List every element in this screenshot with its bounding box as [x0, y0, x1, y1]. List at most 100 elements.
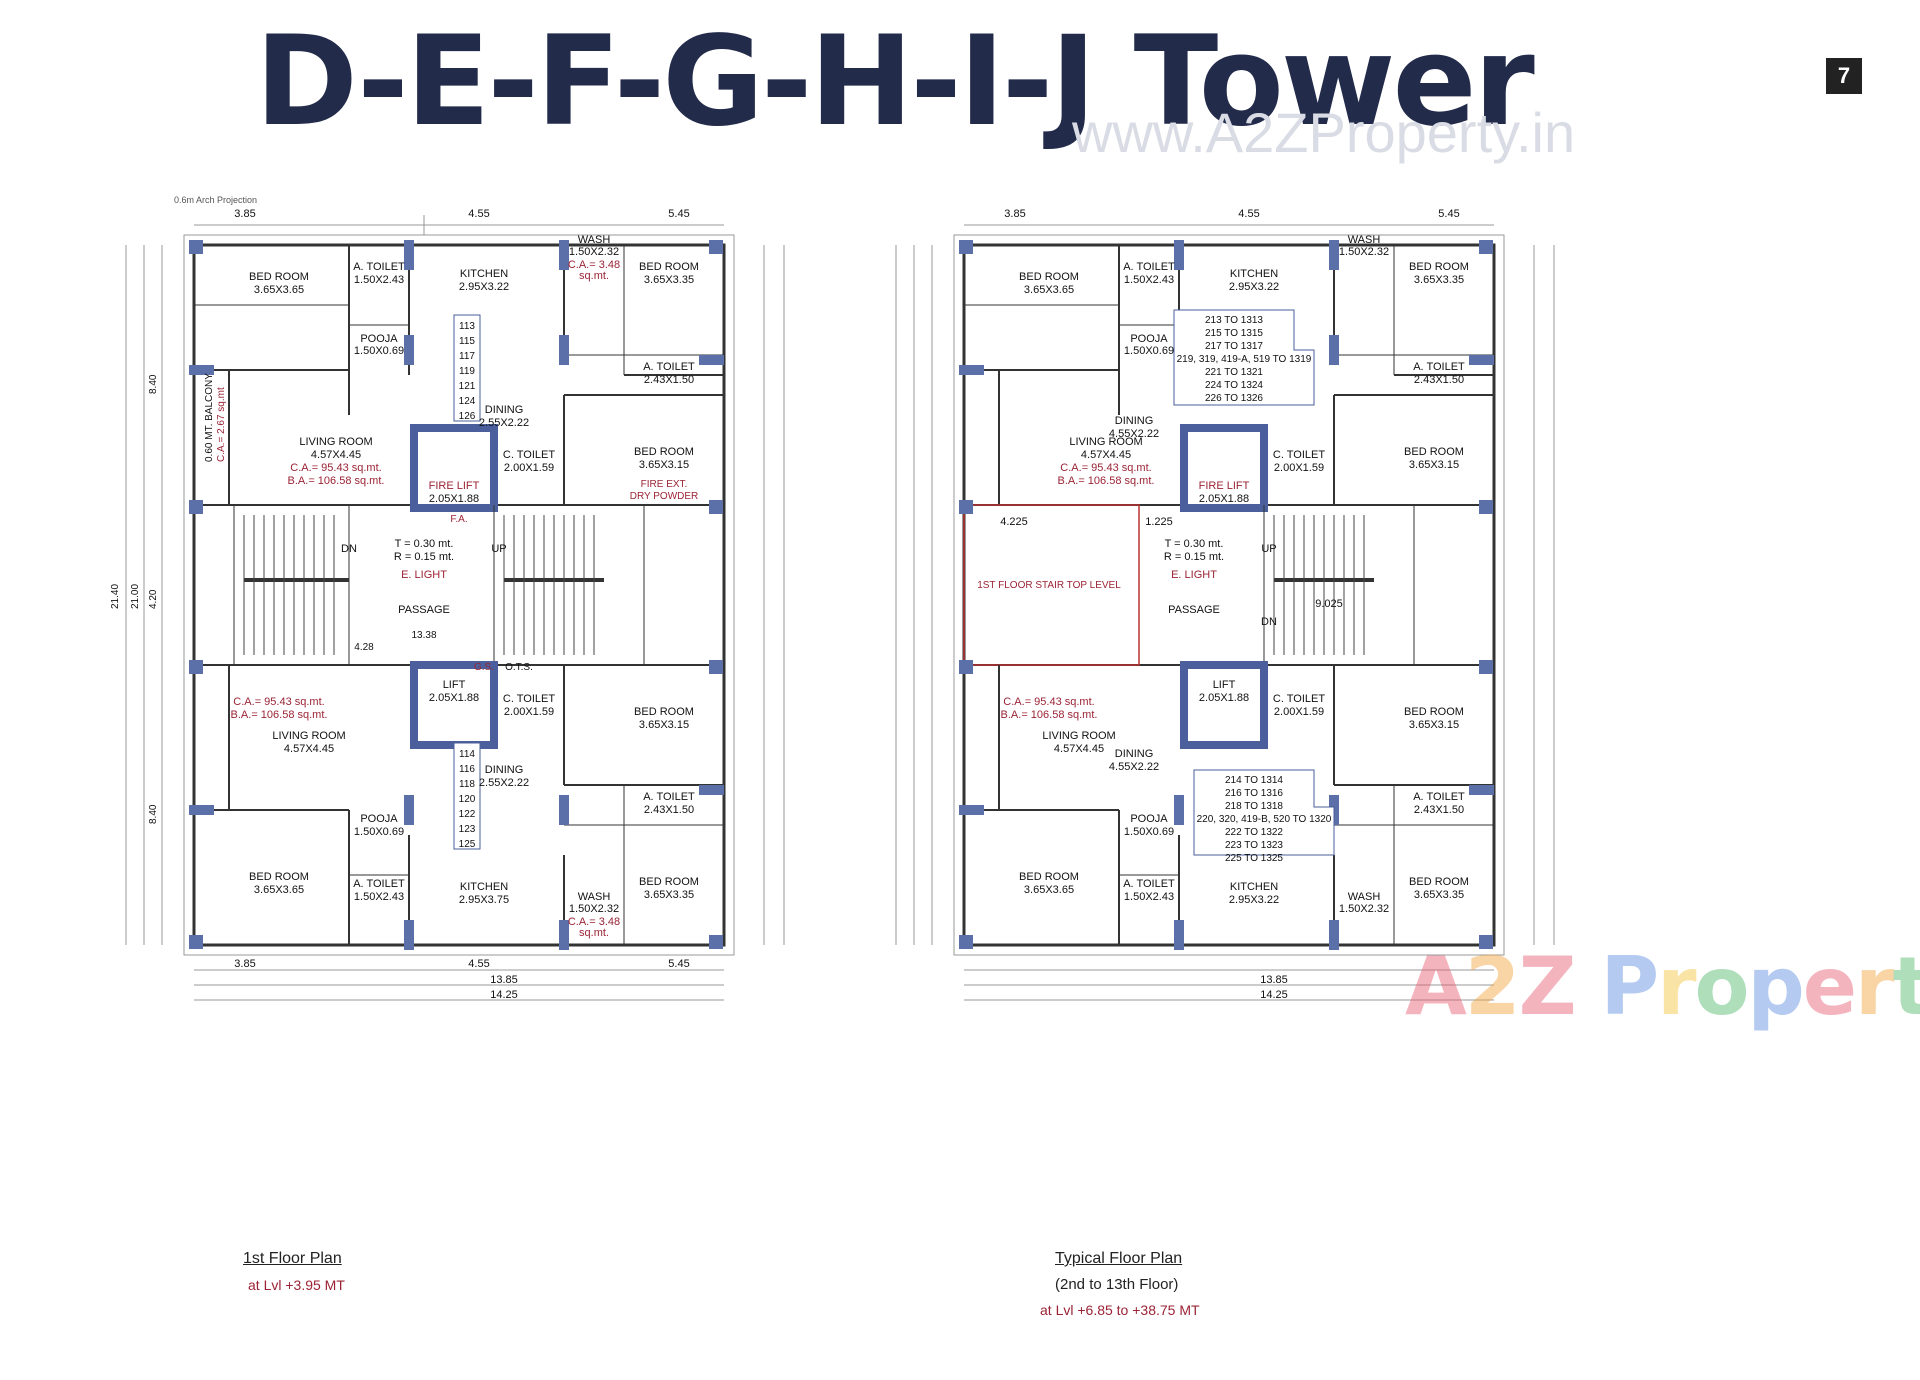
- t-pooja-bottom: POOJA: [1130, 813, 1168, 825]
- passage-label: PASSAGE: [398, 604, 450, 616]
- unit-118: 118: [459, 779, 475, 790]
- t-room-bedroom-mid-right: BED ROOM: [1404, 446, 1464, 458]
- room-pooja-top: POOJA: [360, 333, 398, 345]
- t-dining-bottom-size: 4.55X2.22: [1109, 761, 1159, 773]
- unit-115: 115: [459, 336, 475, 347]
- t-bedroom-bottom-right-size: 3.65X3.35: [1414, 889, 1464, 901]
- t-room-bedroom-top-left: BED ROOM: [1019, 271, 1079, 283]
- unit-range-214: 214 TO 1314: [1225, 775, 1283, 786]
- room-living-top: LIVING ROOM: [299, 436, 372, 448]
- t-atoilet-bottom: A. TOILET: [1123, 878, 1175, 890]
- unit-113: 113: [459, 321, 475, 332]
- room-wash-bottom-unit: sq.mt.: [579, 927, 609, 939]
- room-living-top-ca: C.A.= 95.43 sq.mt.: [290, 462, 381, 474]
- t-lift-size: 2.05X1.88: [1199, 692, 1249, 704]
- room-living-bottom-ca: C.A.= 95.43 sq.mt.: [233, 696, 324, 708]
- t-bedroom-bottom-left: BED ROOM: [1019, 871, 1079, 883]
- t-lift: LIFT: [1213, 679, 1236, 691]
- stair-riser: R = 0.15 mt.: [394, 551, 454, 563]
- dim-side-840-top: 8.40: [148, 374, 159, 394]
- t-bedroom-bottom-left-size: 3.65X3.65: [1024, 884, 1074, 896]
- unit-range-221: 221 TO 1321: [1205, 367, 1263, 378]
- room-bedroom-bottom-left-size: 3.65X3.65: [254, 884, 304, 896]
- room-atoilet-right-bottom-size: 2.43X1.50: [644, 804, 694, 816]
- room-pooja-top-size: 1.50X0.69: [354, 345, 404, 357]
- t-kitchen-bottom-size: 2.95X3.22: [1229, 894, 1279, 906]
- dim-top-1: 3.85: [234, 208, 255, 220]
- unit-range-213: 213 TO 1313: [1205, 315, 1263, 326]
- unit-120: 120: [459, 794, 476, 805]
- unit-range-215: 215 TO 1315: [1205, 328, 1263, 339]
- t-dining-bottom: DINING: [1115, 748, 1154, 760]
- room-kitchen-top: KITCHEN: [460, 268, 508, 280]
- t-room-living-top-ca: C.A.= 95.43 sq.mt.: [1060, 462, 1151, 474]
- caption-typical-floor-sub: (2nd to 13th Floor): [1055, 1276, 1179, 1293]
- unit-range-217: 217 TO 1317: [1205, 341, 1263, 352]
- t-bedroom-mid-right-b: BED ROOM: [1404, 706, 1464, 718]
- t-room-dining-top-size: 4.55X2.22: [1109, 428, 1159, 440]
- page-number: 7: [1826, 58, 1862, 94]
- unit-range-220: 220, 320, 419-B, 520 TO 1320: [1197, 814, 1332, 825]
- t-living-bottom-size: 4.57X4.45: [1054, 743, 1104, 755]
- room-bedroom-bottom-right: BED ROOM: [639, 876, 699, 888]
- unit-range-225: 225 TO 1325: [1225, 853, 1283, 864]
- t-room-living-top: LIVING ROOM: [1069, 436, 1142, 448]
- room-firelift: FIRE LIFT: [429, 480, 480, 492]
- t-dim-top-3: 5.45: [1438, 208, 1459, 220]
- t-kitchen-bottom: KITCHEN: [1230, 881, 1278, 893]
- room-pooja-bottom: POOJA: [360, 813, 398, 825]
- room-wash-bottom-size: 1.50X2.32: [569, 903, 619, 915]
- room-bedroom-top-right-size: 3.65X3.35: [644, 274, 694, 286]
- room-wash-top-unit: sq.mt.: [579, 270, 609, 282]
- dim-13-38: 13.38: [411, 630, 436, 641]
- t-room-ctoilet-top-size: 2.00X1.59: [1274, 462, 1324, 474]
- room-atoilet-right-bottom: A. TOILET: [643, 791, 695, 803]
- t-atoilet-right-bottom-size: 2.43X1.50: [1414, 804, 1464, 816]
- room-living-bottom-ba: B.A.= 106.58 sq.mt.: [231, 709, 328, 721]
- dim-bottom-3: 5.45: [668, 958, 689, 970]
- unit-116: 116: [459, 764, 475, 775]
- floor-plan-first: BED ROOM 3.65X3.65 A. TOILET 1.50X2.43 K…: [110, 195, 785, 1001]
- t-room-bedroom-top-right: BED ROOM: [1409, 261, 1469, 273]
- room-ctoilet-bottom: C. TOILET: [503, 693, 555, 705]
- t-room-firelift-size: 2.05X1.88: [1199, 493, 1249, 505]
- unit-range-218: 218 TO 1318: [1225, 801, 1283, 812]
- room-pooja-bottom-size: 1.50X0.69: [354, 826, 404, 838]
- t-room-atoilet-top: A. TOILET: [1123, 261, 1175, 273]
- room-atoilet-top: A. TOILET: [353, 261, 405, 273]
- room-bedroom-top-left-size: 3.65X3.65: [254, 284, 304, 296]
- caption-typical-floor-level: at Lvl +6.85 to +38.75 MT: [1040, 1302, 1200, 1318]
- dim-side-2100: 21.00: [130, 584, 141, 609]
- floor-plan-typical: 213 TO 1313 215 TO 1315 217 TO 1317 219,…: [895, 208, 1555, 1001]
- t-atoilet-right-bottom: A. TOILET: [1413, 791, 1465, 803]
- unit-range-226: 226 TO 1326: [1205, 393, 1263, 404]
- dim-4-28: 4.28: [354, 642, 374, 653]
- unit-range-219: 219, 319, 419-A, 519 TO 1319: [1177, 354, 1312, 365]
- room-bedroom-top-right: BED ROOM: [639, 261, 699, 273]
- t-room-firelift: FIRE LIFT: [1199, 480, 1250, 492]
- unit-124: 124: [459, 396, 476, 407]
- unit-123: 123: [459, 824, 476, 835]
- page-title: D-E-F-G-H-I-J Tower: [255, 10, 1535, 154]
- room-dining-top: DINING: [485, 404, 524, 416]
- room-atoilet-right-top-size: 2.43X1.50: [644, 374, 694, 386]
- t-wash-bottom: WASH: [1348, 891, 1381, 903]
- t-room-atoilet-right-top: A. TOILET: [1413, 361, 1465, 373]
- t-dim-1225: 1.225: [1145, 516, 1173, 528]
- unit-range-224: 224 TO 1324: [1205, 380, 1263, 391]
- room-bedroom-mid-right-b-size: 3.65X3.15: [639, 719, 689, 731]
- t-dim-9025: 9.025: [1315, 598, 1343, 610]
- stair-top-label: 1ST FLOOR STAIR TOP LEVEL: [977, 580, 1121, 591]
- t-dim-top-1: 3.85: [1004, 208, 1025, 220]
- unit-range-216: 216 TO 1316: [1225, 788, 1283, 799]
- balcony-ca: C.A.= 2.67 sq.mt: [216, 387, 227, 462]
- t-stair-riser: R = 0.15 mt.: [1164, 551, 1224, 563]
- room-ctoilet-bottom-size: 2.00X1.59: [504, 706, 554, 718]
- caption-first-floor-level: at Lvl +3.95 MT: [248, 1277, 345, 1293]
- fire-ext-label: FIRE EXT.: [641, 479, 688, 490]
- caption-typical-floor: Typical Floor Plan: [1055, 1250, 1183, 1267]
- dim-top-3: 5.45: [668, 208, 689, 220]
- room-living-top-ba: B.A.= 106.58 sq.mt.: [288, 475, 385, 487]
- arch-projection-label: 0.6m Arch Projection: [174, 195, 257, 205]
- room-wash-bottom-ca: C.A.= 3.48: [568, 916, 620, 928]
